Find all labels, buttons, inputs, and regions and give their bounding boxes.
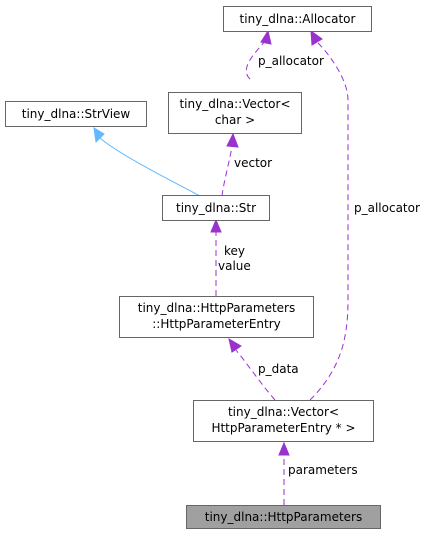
edge-label-key: key bbox=[224, 244, 245, 258]
node-str[interactable]: tiny_dlna::Str bbox=[162, 195, 270, 221]
arrow-entry bbox=[228, 337, 242, 353]
arrow-str bbox=[210, 218, 222, 233]
edge-label-p-allocator-left: p_allocator bbox=[258, 54, 324, 68]
node-http-parameters[interactable]: tiny_dlna::HttpParameters bbox=[186, 505, 381, 529]
edge-label-parameters: parameters bbox=[288, 463, 358, 477]
node-http-param-entry-label-1: tiny_dlna::HttpParameters bbox=[138, 301, 295, 315]
edge-label-vector: vector bbox=[234, 156, 272, 170]
node-allocator[interactable]: tiny_dlna::Allocator bbox=[223, 6, 372, 32]
edge-vector-entry-to-entry bbox=[235, 349, 276, 401]
node-http-param-entry[interactable]: tiny_dlna::HttpParameters ::HttpParamete… bbox=[119, 296, 314, 338]
node-vector-entry-label-1: tiny_dlna::Vector< bbox=[228, 405, 339, 419]
node-http-param-entry-label-2: ::HttpParameterEntry bbox=[152, 317, 281, 331]
node-vector-entry-label-2: HttpParameterEntry * > bbox=[211, 421, 355, 435]
node-vector-char-label-1: tiny_dlna::Vector< bbox=[179, 97, 290, 111]
arrow-vector-char bbox=[226, 132, 239, 148]
arrow-strview bbox=[93, 127, 105, 144]
edge-vector-entry-to-allocator bbox=[309, 42, 349, 401]
node-allocator-label: tiny_dlna::Allocator bbox=[240, 12, 356, 26]
node-strview[interactable]: tiny_dlna::StrView bbox=[5, 101, 147, 127]
node-str-label: tiny_dlna::Str bbox=[176, 201, 256, 215]
edge-str-to-vector-char bbox=[221, 145, 233, 197]
arrow-allocator-right bbox=[310, 29, 323, 46]
node-vector-char[interactable]: tiny_dlna::Vector< char > bbox=[168, 92, 302, 134]
arrow-allocator-left bbox=[260, 29, 272, 45]
node-strview-label: tiny_dlna::StrView bbox=[22, 107, 131, 121]
node-vector-char-label-2: char > bbox=[215, 113, 255, 127]
edge-label-p-allocator-right: p_allocator bbox=[354, 201, 420, 215]
node-http-parameters-label: tiny_dlna::HttpParameters bbox=[205, 510, 362, 524]
edge-label-value: value bbox=[218, 259, 251, 273]
node-vector-entry[interactable]: tiny_dlna::Vector< HttpParameterEntry * … bbox=[193, 400, 374, 442]
edge-label-p-data: p_data bbox=[258, 362, 299, 376]
arrow-vector-entry bbox=[278, 441, 290, 456]
edge-str-to-strview bbox=[99, 137, 201, 197]
